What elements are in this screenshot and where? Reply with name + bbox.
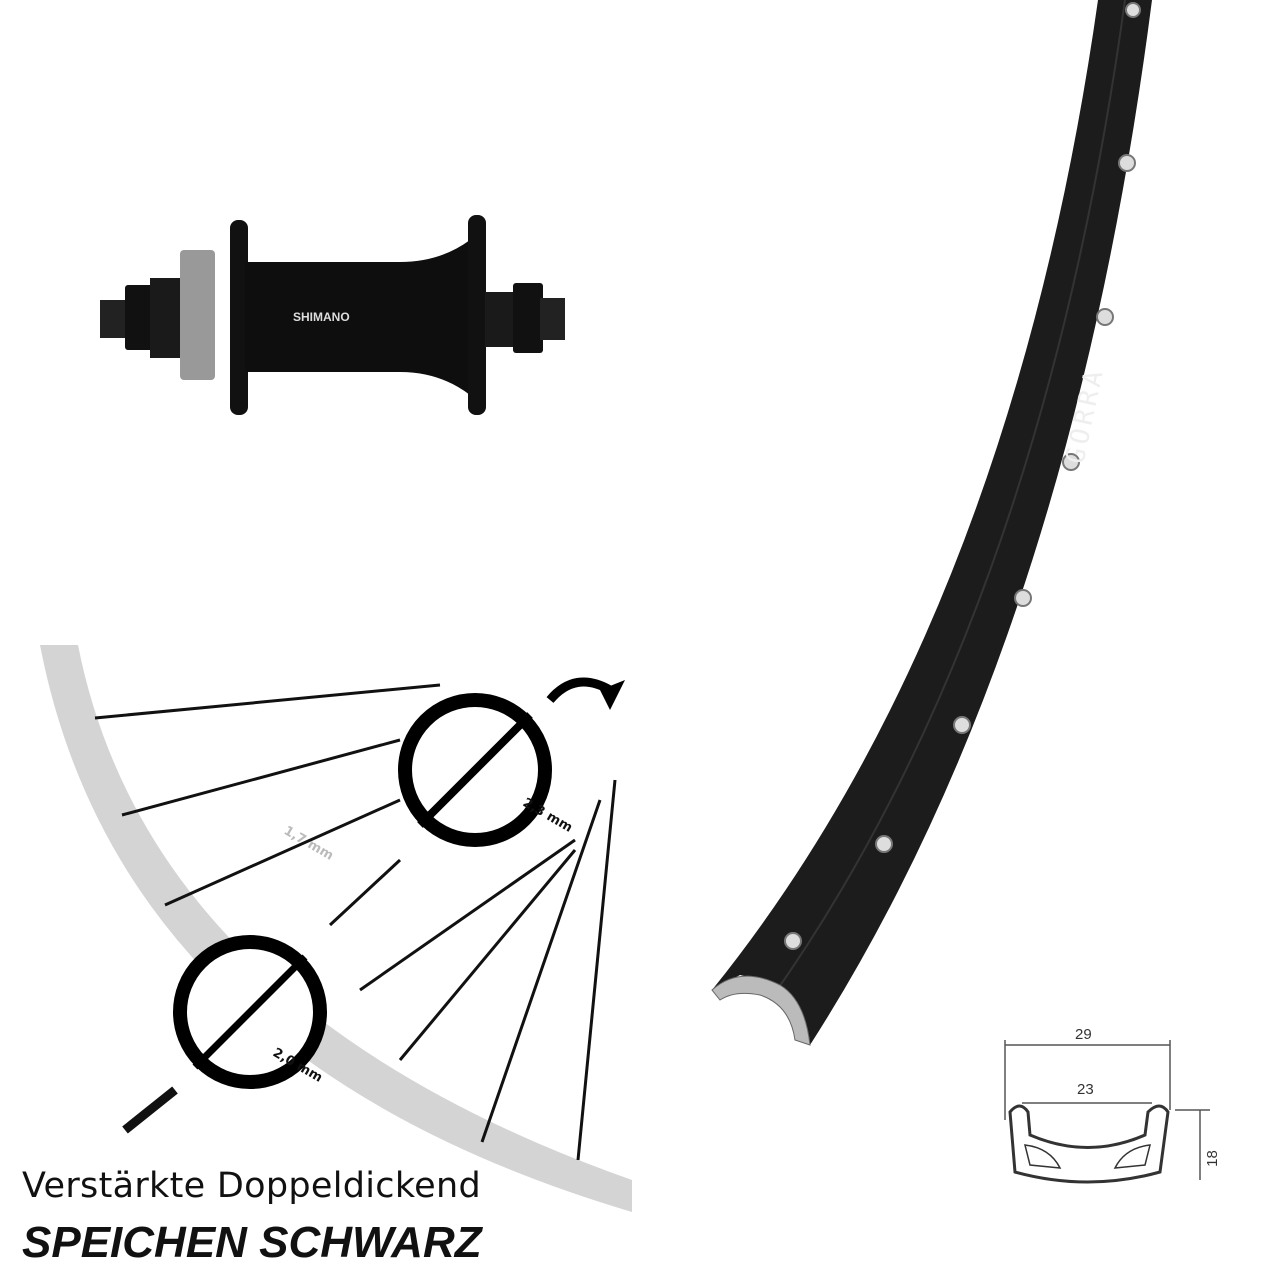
rim-profile: [1004, 1040, 1210, 1184]
spoke-head-icon: [546, 677, 625, 710]
profile-outer-width: 29: [1075, 1026, 1092, 1043]
spoke-diagram: 2,3 mm 1,7 mm 2,0 mm: [40, 645, 632, 1212]
hub-brand-logo: SHIMANO: [293, 310, 350, 324]
profile-inner-width: 23: [1077, 1081, 1094, 1098]
hub: [100, 215, 565, 415]
label-thickness-middle: 1,7 mm: [281, 823, 336, 863]
spoke-holes: [784, 2, 1141, 950]
spokes: [94, 683, 617, 1161]
rim: GORRA: [711, 0, 1152, 1046]
caption-line-2: SPEICHEN SCHWARZ: [22, 1218, 482, 1267]
caption-line-1: Verstärkte Doppeldickend: [22, 1166, 481, 1206]
profile-height: 18: [1203, 1150, 1221, 1167]
